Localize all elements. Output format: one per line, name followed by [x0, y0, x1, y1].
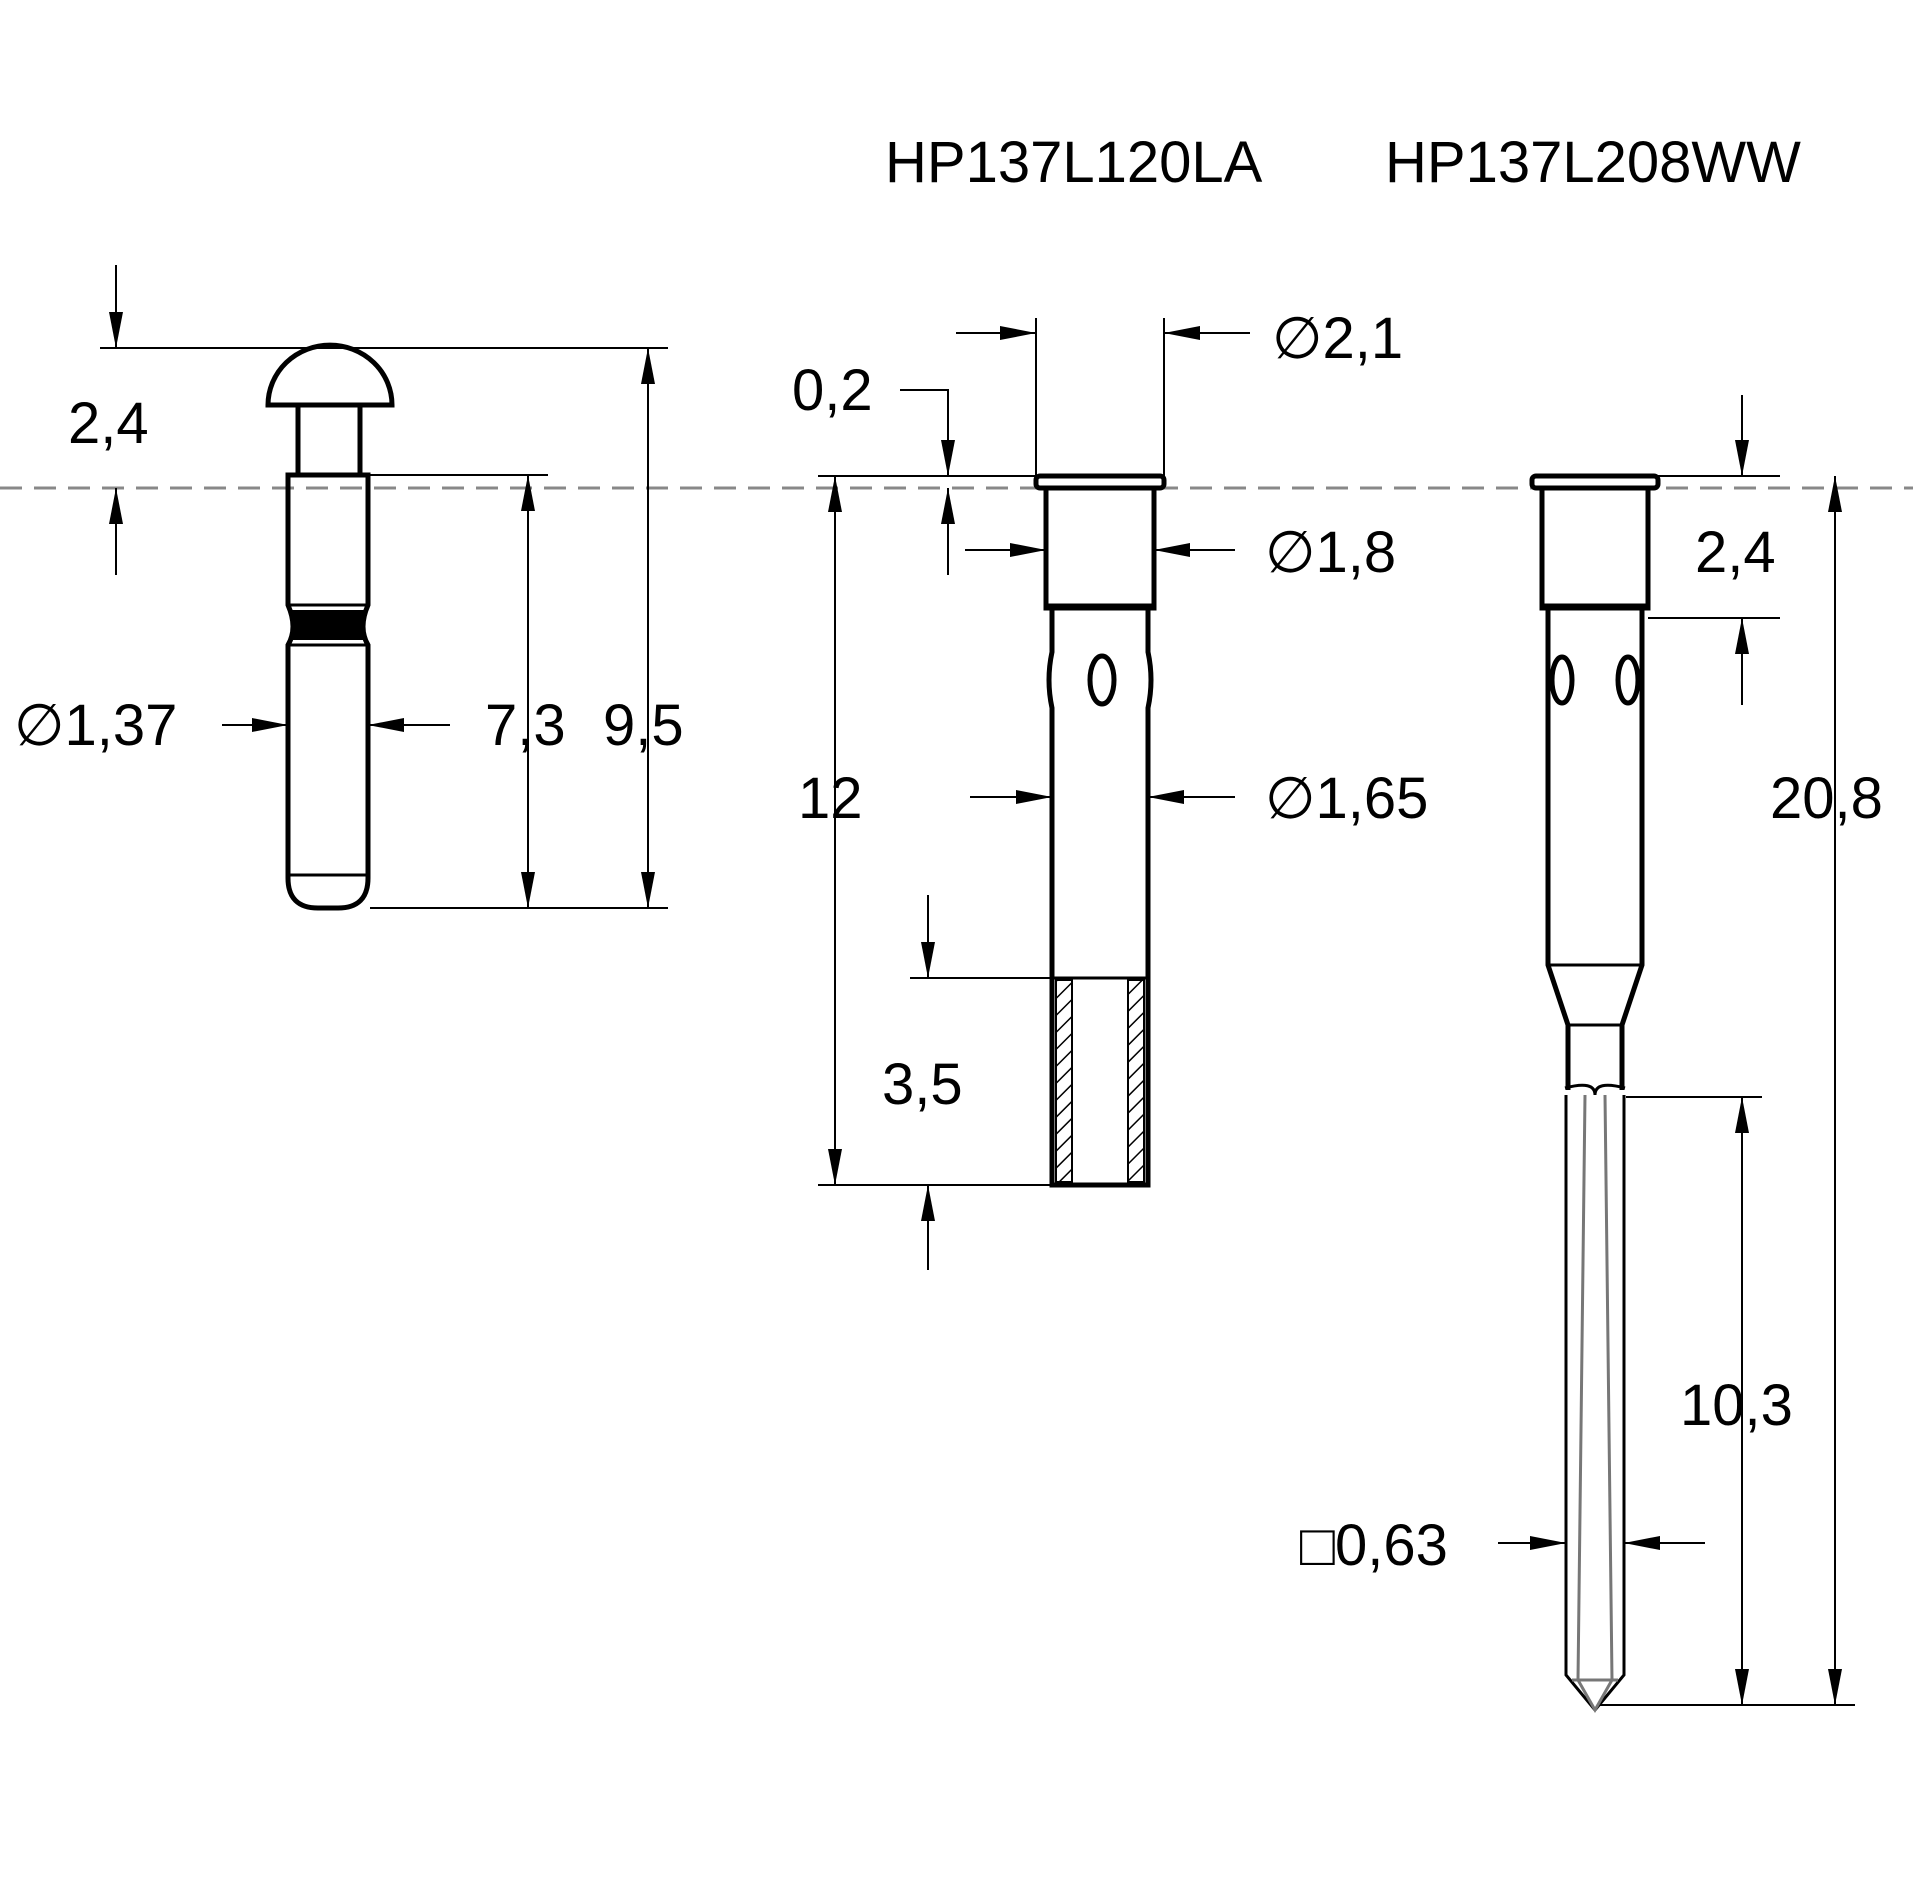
receptacle-collar: [1539, 485, 1651, 611]
plunger-length-short-label: 7,3: [485, 693, 566, 758]
barrel-flange-diameter-label: ∅2,1: [1272, 306, 1403, 371]
plunger-groove: [291, 610, 365, 640]
plunger-neck: [295, 405, 363, 475]
barrel-lower: [1046, 608, 1154, 1188]
receptacle-drawing: 2,4 20,8 10,3 □0,63: [1300, 395, 1883, 1714]
receptacle-pin-square-label: □0,63: [1300, 1513, 1448, 1578]
right-part-number: HP137L208WW: [1385, 130, 1801, 195]
receptacle-pin: [1564, 1095, 1626, 1713]
plunger-diameter-label: ∅1,37: [14, 693, 177, 758]
left-part-number: HP137L120LA: [885, 130, 1263, 195]
barrel-crimp-hole: [1087, 653, 1117, 707]
barrel-tail-hatch-left: [1055, 979, 1073, 1183]
barrel-flange-thickness-label: 0,2: [792, 358, 873, 423]
receptacle-pin-transition: [1564, 1083, 1626, 1096]
plunger-head-height-label: 2,4: [68, 391, 149, 456]
barrel-upper: [1043, 485, 1157, 611]
receptacle-length-total-label: 20,8: [1770, 766, 1883, 831]
receptacle-body: [1545, 608, 1645, 1090]
barrel-tail-length-label: 3,5: [882, 1052, 963, 1117]
plunger-length-total-label: 9,5: [603, 693, 684, 758]
receptacle-pin-twist: [1572, 1094, 1618, 1714]
receptacle-collar-height-label: 2,4: [1695, 520, 1776, 585]
barrel-length-label: 12: [798, 766, 863, 831]
plunger-body: [285, 472, 371, 911]
receptacle-hole-right: [1615, 654, 1641, 706]
barrel-lower-diameter-label: ∅1,65: [1265, 766, 1428, 831]
plunger-drawing: 2,4 7,3 9,5 ∅1,37: [14, 265, 684, 911]
receptacle-pin-length-label: 10,3: [1680, 1373, 1793, 1438]
barrel-drawing: ∅2,1 0,2 ∅1,8 ∅1,65 12 3,5: [792, 306, 1428, 1270]
barrel-tail-hatch-right: [1127, 979, 1145, 1183]
receptacle-hole-left: [1549, 654, 1575, 706]
barrel-upper-diameter-label: ∅1,8: [1265, 520, 1396, 585]
plunger-head: [265, 342, 395, 408]
